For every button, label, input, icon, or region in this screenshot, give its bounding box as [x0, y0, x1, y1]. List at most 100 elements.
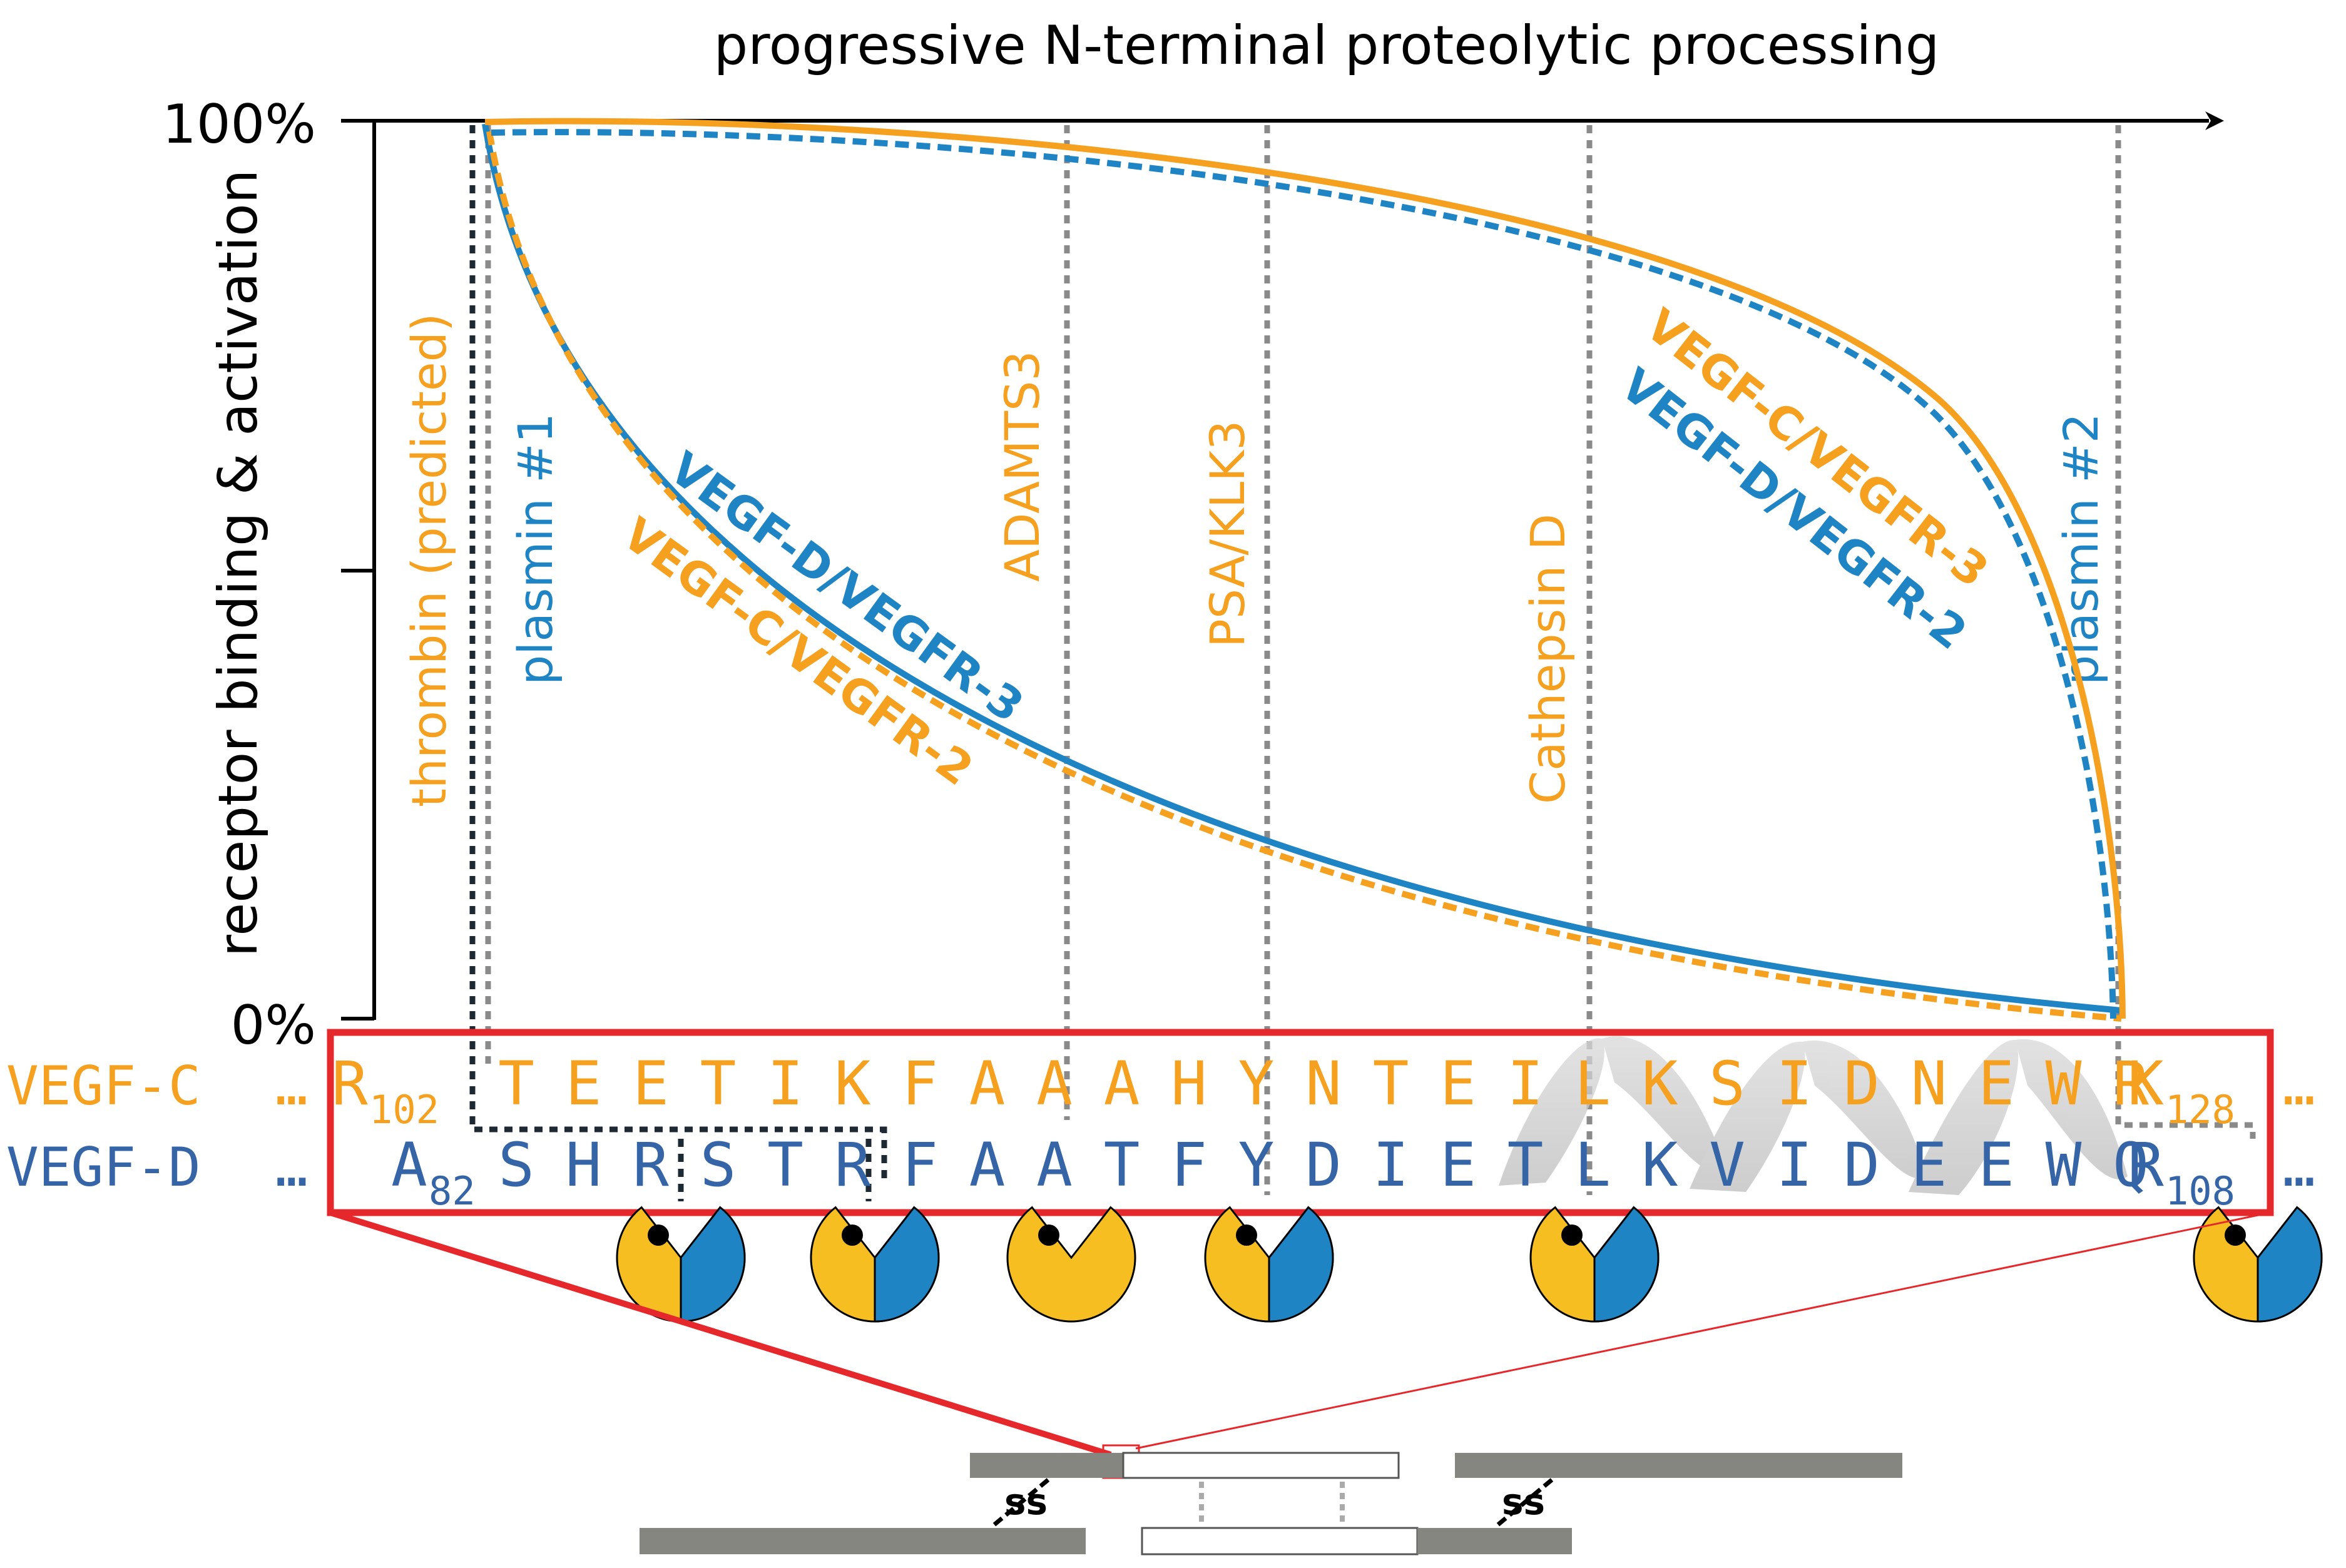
helix-watermark [1499, 1036, 2128, 1195]
guide-lines [469, 125, 2256, 1201]
residue-last-vegf-c: K [2128, 1049, 2164, 1119]
thrombin-cut-line-vegfd [678, 1139, 872, 1201]
residue-vegf-c-19: S [1709, 1049, 1745, 1119]
sequence-ellipsis-vegf-d: … [275, 1136, 308, 1199]
residue-vegf-d-17: L [1574, 1130, 1611, 1200]
residue-vegf-c-15: E [1440, 1049, 1476, 1119]
residue-last-sub-vegf-c: 128 [2165, 1087, 2235, 1133]
plasmin-2-cut-line [2115, 125, 2256, 1139]
residue-vegf-d-23: E [1978, 1130, 2014, 1200]
residue-vegf-d-20: I [1777, 1130, 1813, 1200]
residue-vegf-c-21: D [1844, 1049, 1880, 1119]
pacman-adamts3-icon [1006, 1206, 1136, 1323]
residue-vegf-c-3: E [633, 1049, 669, 1119]
residue-vegf-c-10: A [1104, 1049, 1140, 1119]
residue-vegf-d-9: A [1036, 1130, 1073, 1200]
residue-vegf-d-18: K [1642, 1130, 1678, 1200]
disulfide-label-right: ss [1502, 1480, 1545, 1523]
curves [482, 118, 2126, 1022]
residue-vegf-c-24: W [2046, 1049, 2082, 1119]
zoom-line-left [329, 1209, 1112, 1458]
residue-vegf-d-25: Q [2113, 1130, 2149, 1200]
sequence-tail-vegf-c: … [2283, 1055, 2315, 1117]
residue-vegf-d-16: T [1507, 1130, 1544, 1200]
curve-rising-blue-dashed [491, 129, 2116, 1019]
residue-vegf-c-14: T [1373, 1049, 1409, 1119]
residue-vegf-c-20: I [1777, 1049, 1813, 1119]
pacman-cathepsin-d-icon [1529, 1206, 1660, 1323]
disulfide-bonds [990, 1478, 1554, 1529]
residue-vegf-d-13: D [1305, 1130, 1342, 1200]
protease-label-psa-klk3: PSA/KLK3 [1200, 420, 1255, 648]
sequence-ellipsis-vegf-c: … [275, 1055, 308, 1117]
residue-vegf-c-17: L [1574, 1049, 1611, 1119]
protease-label-adamts3: ADAMTS3 [994, 350, 1050, 582]
domain-schematic: ss ss [640, 1452, 1902, 1555]
residue-vegf-d-19: V [1709, 1130, 1745, 1200]
axes [341, 111, 2224, 1021]
residue-vegf-c-8: A [969, 1049, 1006, 1119]
residue-vegf-c-22: N [1911, 1049, 1947, 1119]
residue-first-vegf-d: A [391, 1130, 427, 1200]
residue-vegf-c-1: T [498, 1049, 534, 1119]
residue-vegf-d-4: S [700, 1130, 737, 1200]
domain-bar-top-left [970, 1453, 1123, 1478]
residue-vegf-d-22: E [1911, 1130, 1947, 1200]
residue-vegf-d-2: H [566, 1130, 602, 1200]
residue-vegf-d-5: T [767, 1130, 803, 1200]
sequence-tail-vegf-d: … [2283, 1136, 2315, 1199]
domain-bar-top-right [1455, 1453, 1902, 1478]
residue-vegf-c-16: I [1507, 1049, 1544, 1119]
residue-last-vegf-d: R [2128, 1130, 2164, 1200]
residue-vegf-d-21: D [1844, 1130, 1880, 1200]
residue-first-sub-vegf-d: 82 [429, 1168, 476, 1214]
residue-vegf-d-11: F [1171, 1130, 1207, 1200]
pacman-psa-klk3-icon [1204, 1206, 1334, 1323]
domain-bar-bottom-right [1417, 1528, 1572, 1554]
sequence-highlight-box [327, 1029, 2274, 1216]
residue-vegf-d-14: I [1373, 1130, 1409, 1200]
residue-vegf-d-7: F [902, 1130, 938, 1200]
domain-bar-bottom-left [640, 1528, 1086, 1554]
residue-vegf-c-5: I [767, 1049, 803, 1119]
thrombin-cut-line [469, 125, 887, 1183]
residue-vegf-d-6: R [835, 1130, 871, 1200]
pacman-thrombin-icon [810, 1206, 940, 1323]
pacman-plasmin-2-icon [2193, 1206, 2323, 1323]
residue-vegf-d-12: Y [1238, 1130, 1275, 1200]
sequence-name-vegf-d: VEGF-D [6, 1136, 201, 1199]
residue-vegf-c-9: A [1036, 1049, 1073, 1119]
residue-vegf-c-23: E [1978, 1049, 2014, 1119]
protease-symbols [616, 1206, 2323, 1323]
residue-vegf-c-13: N [1305, 1049, 1342, 1119]
residue-vegf-c-7: F [902, 1049, 938, 1119]
protease-label-plasmin-1: plasmin #1 [507, 413, 563, 685]
residue-vegf-c-2: E [566, 1049, 602, 1119]
interchain-links [1199, 1482, 1345, 1527]
y-axis-label: receptor binding & activation [207, 170, 270, 957]
residue-vegf-c-6: K [835, 1049, 871, 1119]
curve-rising-orange-solid [484, 118, 2126, 1019]
residue-last-sub-vegf-d: 108 [2165, 1168, 2235, 1214]
residue-vegf-c-11: H [1171, 1049, 1207, 1119]
residue-vegf-c-25: R [2113, 1049, 2149, 1119]
residue-vegf-d-24: W [2046, 1130, 2082, 1200]
residue-vegf-d-8: A [969, 1130, 1006, 1200]
domain-bar-top-white [1122, 1452, 1400, 1479]
residue-vegf-c-4: T [700, 1049, 737, 1119]
domain-bar-bottom-white [1141, 1527, 1419, 1555]
zoom-line-right [1135, 1211, 2271, 1450]
residue-vegf-d-15: E [1440, 1130, 1476, 1200]
protease-label-thrombin: thrombin (predicted) [401, 313, 457, 807]
residue-first-sub-vegf-c: 102 [369, 1087, 439, 1133]
residue-vegf-d-1: S [498, 1130, 534, 1200]
protease-label-cathepsin-d: Cathepsin D [1520, 514, 1576, 804]
residue-vegf-c-18: K [1642, 1049, 1678, 1119]
residue-vegf-c-12: Y [1238, 1049, 1275, 1119]
